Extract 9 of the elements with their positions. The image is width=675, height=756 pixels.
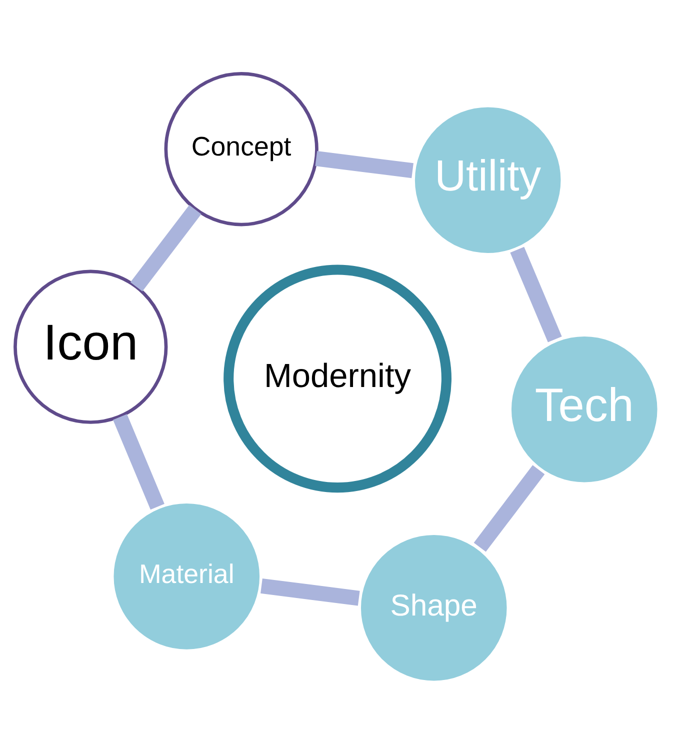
connector — [474, 464, 545, 552]
node-circle: Modernity — [224, 264, 452, 492]
connector — [130, 204, 202, 291]
connector — [315, 150, 414, 178]
connector — [510, 246, 562, 342]
node-circle: Concept — [164, 72, 318, 226]
connector — [113, 414, 164, 510]
node-circle: Icon — [14, 269, 168, 424]
connector — [260, 578, 360, 606]
